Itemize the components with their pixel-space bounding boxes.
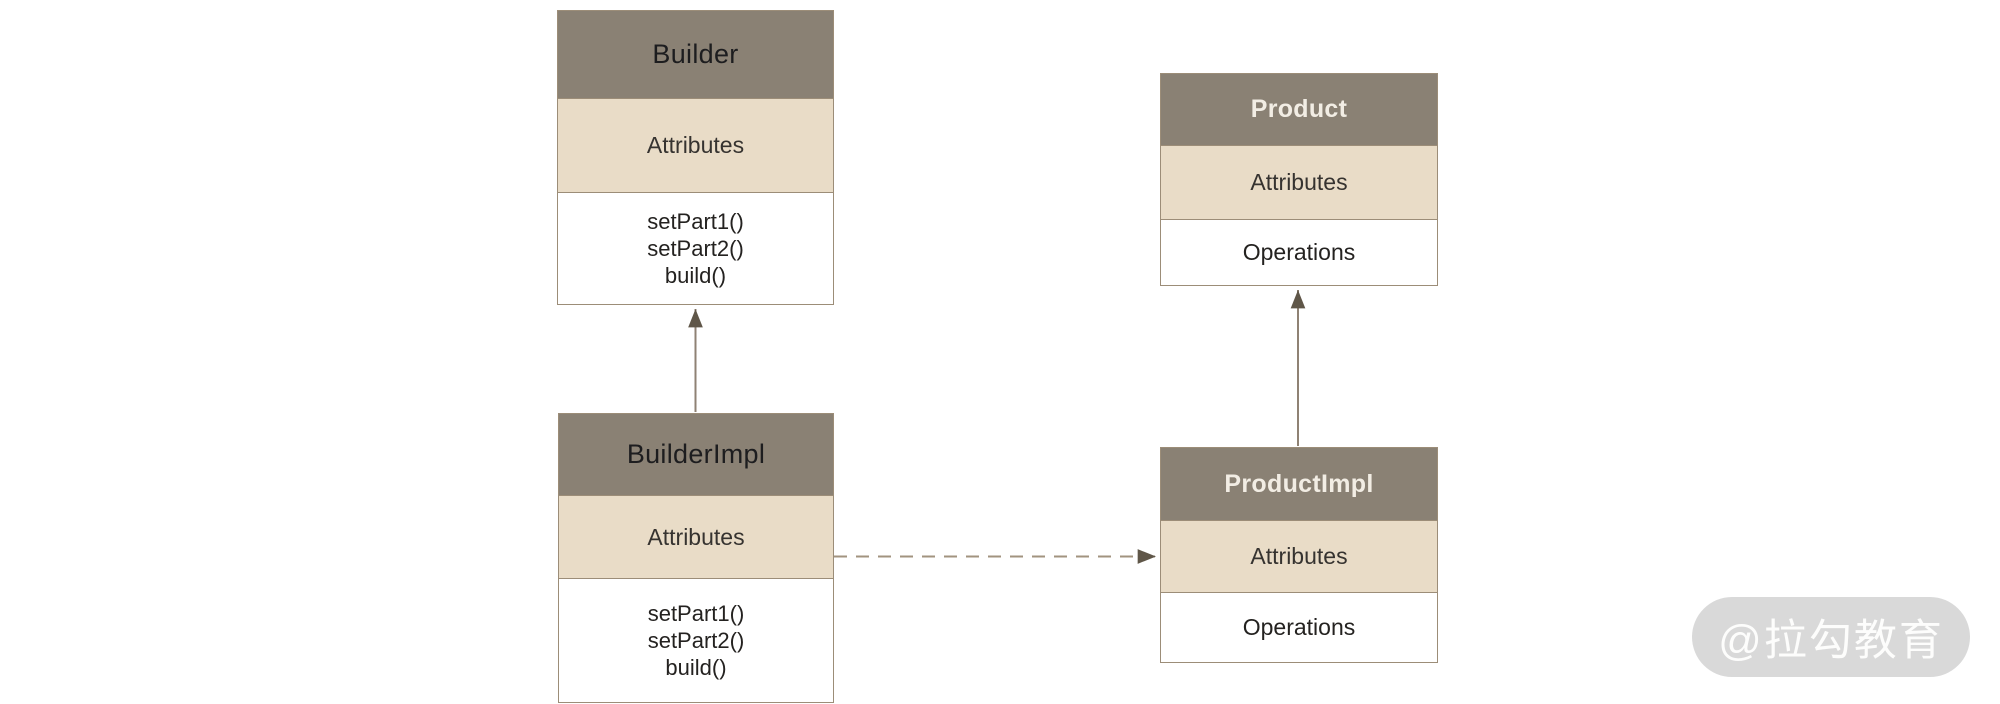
class-box-builderimpl: BuilderImpl Attributes setPart1() setPar…	[558, 413, 834, 703]
attributes-section-product: Attributes	[1161, 146, 1437, 220]
operations-section-productimpl: Operations	[1161, 593, 1437, 662]
class-title-builderimpl: BuilderImpl	[559, 414, 833, 496]
methods-section-builder: setPart1() setPart2() build()	[558, 193, 833, 304]
class-box-product: Product Attributes Operations	[1160, 73, 1438, 286]
method-item: setPart1()	[647, 601, 745, 626]
attributes-section-productimpl: Attributes	[1161, 521, 1437, 593]
method-item: setPart2()	[647, 628, 745, 653]
class-box-builder: Builder Attributes setPart1() setPart2()…	[557, 10, 834, 305]
class-box-productimpl: ProductImpl Attributes Operations	[1160, 447, 1438, 663]
method-item: build()	[665, 655, 727, 680]
attributes-section-builder: Attributes	[558, 99, 833, 193]
class-title-product: Product	[1161, 74, 1437, 146]
watermark-text: @拉勾教育	[1718, 617, 1944, 665]
methods-section-builderimpl: setPart1() setPart2() build()	[559, 579, 833, 702]
class-title-builder: Builder	[558, 11, 833, 99]
method-item: setPart1()	[647, 209, 744, 234]
method-item: setPart2()	[647, 236, 744, 261]
method-item: build()	[664, 263, 727, 288]
operations-section-product: Operations	[1161, 220, 1437, 285]
watermark-badge: @拉勾教育	[1692, 597, 1970, 677]
class-title-productimpl: ProductImpl	[1161, 448, 1437, 521]
attributes-section-builderimpl: Attributes	[559, 496, 833, 579]
